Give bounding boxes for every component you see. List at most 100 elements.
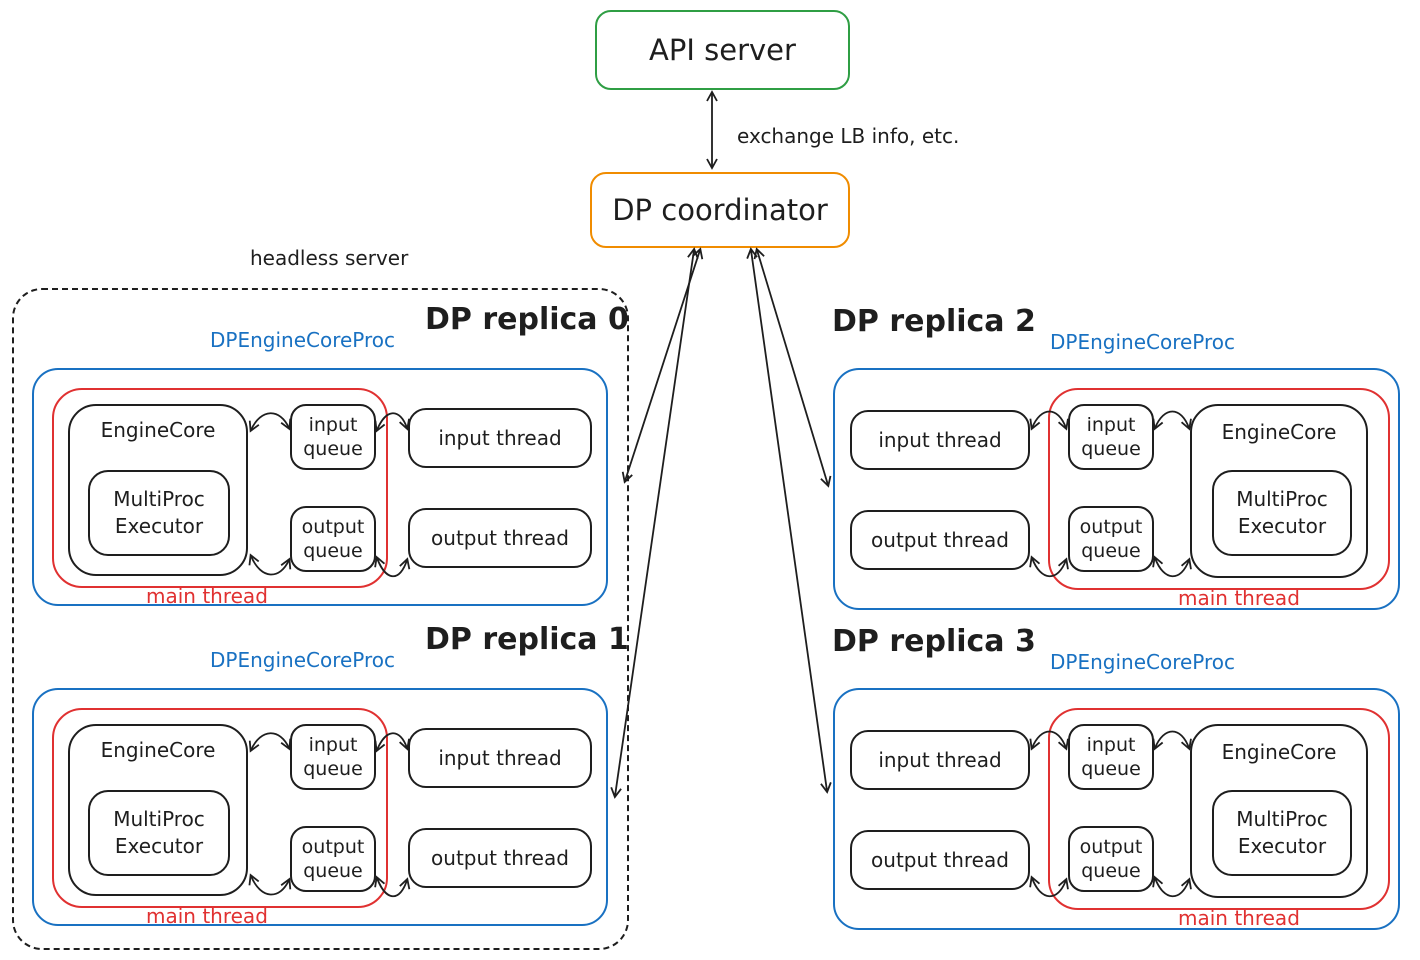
output-queue-line1: output bbox=[301, 836, 365, 858]
output-queue-line2: queue bbox=[303, 860, 363, 882]
input-thread-label: input thread bbox=[878, 748, 1002, 772]
replica-title: DP replica 0 bbox=[425, 302, 629, 337]
input-queue-line2: queue bbox=[1081, 758, 1141, 780]
dp-engine-core-proc-label: DPEngineCoreProc bbox=[210, 328, 396, 352]
input-thread-box: input thread bbox=[850, 410, 1030, 470]
arrow-coordinator-replica-3 bbox=[746, 247, 832, 794]
exchange-note: exchange LB info, etc. bbox=[737, 124, 960, 148]
input-queue-line1: input bbox=[308, 414, 358, 436]
multiproc-line2: Executor bbox=[114, 834, 204, 858]
multiproc-line2: Executor bbox=[1237, 834, 1327, 858]
multiproc-line1: MultiProc bbox=[113, 487, 205, 511]
output-thread-box: output thread bbox=[850, 510, 1030, 570]
engine-core-box bbox=[68, 724, 248, 896]
output-thread-box: output thread bbox=[408, 828, 592, 888]
engine-core-box bbox=[68, 404, 248, 576]
engine-core-label: EngineCore bbox=[1221, 740, 1337, 764]
output-queue-line2: queue bbox=[1081, 540, 1141, 562]
dp-replica-0: DP replica 0 DPEngineCoreProc EngineCore… bbox=[28, 300, 629, 612]
output-queue-line2: queue bbox=[303, 540, 363, 562]
input-thread-label: input thread bbox=[438, 746, 562, 770]
multiproc-line1: MultiProc bbox=[113, 807, 205, 831]
dp-engine-core-proc-box bbox=[833, 688, 1400, 930]
input-queue-line2: queue bbox=[1081, 438, 1141, 460]
input-queue-line2: queue bbox=[303, 438, 363, 460]
output-queue-line1: output bbox=[1079, 516, 1143, 538]
api-server-box: API server bbox=[595, 10, 850, 90]
dp-coordinator-label: DP coordinator bbox=[612, 193, 828, 227]
multiproc-line1: MultiProc bbox=[1236, 487, 1328, 511]
output-queue-line2: queue bbox=[1081, 860, 1141, 882]
multiproc-line2: Executor bbox=[1237, 514, 1327, 538]
output-thread-label: output thread bbox=[871, 528, 1009, 552]
dp-engine-core-proc-box bbox=[833, 368, 1400, 610]
input-queue-line2: queue bbox=[303, 758, 363, 780]
input-queue-line1: input bbox=[308, 734, 358, 756]
input-thread-label: input thread bbox=[438, 426, 562, 450]
input-queue-line1: input bbox=[1086, 734, 1136, 756]
dp-engine-core-proc-label: DPEngineCoreProc bbox=[210, 648, 396, 672]
main-thread-label: main thread bbox=[146, 904, 268, 928]
input-thread-box: input thread bbox=[850, 730, 1030, 790]
replica-title: DP replica 2 bbox=[832, 304, 1036, 339]
main-thread-label: main thread bbox=[146, 584, 268, 608]
output-thread-label: output thread bbox=[431, 846, 569, 870]
arrow-coordinator-replica-0 bbox=[621, 247, 704, 484]
engine-core-label: EngineCore bbox=[100, 738, 216, 762]
dp-coordinator-box: DP coordinator bbox=[590, 172, 850, 248]
dp-engine-core-proc-box bbox=[32, 368, 608, 606]
dp-engine-core-proc-label: DPEngineCoreProc bbox=[1050, 650, 1236, 674]
output-queue-line1: output bbox=[1079, 836, 1143, 858]
main-thread-box bbox=[1048, 708, 1390, 910]
output-thread-box: output thread bbox=[408, 508, 592, 568]
main-thread-box bbox=[52, 708, 388, 908]
dp-replica-2: DP replica 2 DPEngineCoreProc EngineCore… bbox=[830, 302, 1410, 614]
input-thread-label: input thread bbox=[878, 428, 1002, 452]
output-thread-label: output thread bbox=[871, 848, 1009, 872]
engine-core-label: EngineCore bbox=[1221, 420, 1337, 444]
input-thread-box: input thread bbox=[408, 408, 592, 468]
main-thread-box bbox=[52, 388, 388, 588]
dp-engine-core-proc-label: DPEngineCoreProc bbox=[1050, 330, 1236, 354]
dp-replica-3: DP replica 3 DPEngineCoreProc EngineCore… bbox=[830, 622, 1410, 934]
replica-title: DP replica 3 bbox=[832, 624, 1036, 659]
dp-replica-1: DP replica 1 DPEngineCoreProc EngineCore… bbox=[28, 620, 629, 932]
api-server-label: API server bbox=[649, 33, 796, 67]
main-thread-label: main thread bbox=[1178, 586, 1300, 610]
multiproc-line1: MultiProc bbox=[1236, 807, 1328, 831]
engine-core-label: EngineCore bbox=[100, 418, 216, 442]
output-thread-box: output thread bbox=[850, 830, 1030, 890]
main-thread-label: main thread bbox=[1178, 906, 1300, 930]
arrow-coordinator-replica-2 bbox=[753, 247, 832, 488]
dp-engine-core-proc-box bbox=[32, 688, 608, 926]
multiproc-line2: Executor bbox=[114, 514, 204, 538]
engine-core-box bbox=[1190, 724, 1368, 898]
headless-server-label: headless server bbox=[250, 246, 409, 270]
input-queue-line1: input bbox=[1086, 414, 1136, 436]
input-thread-box: input thread bbox=[408, 728, 592, 788]
